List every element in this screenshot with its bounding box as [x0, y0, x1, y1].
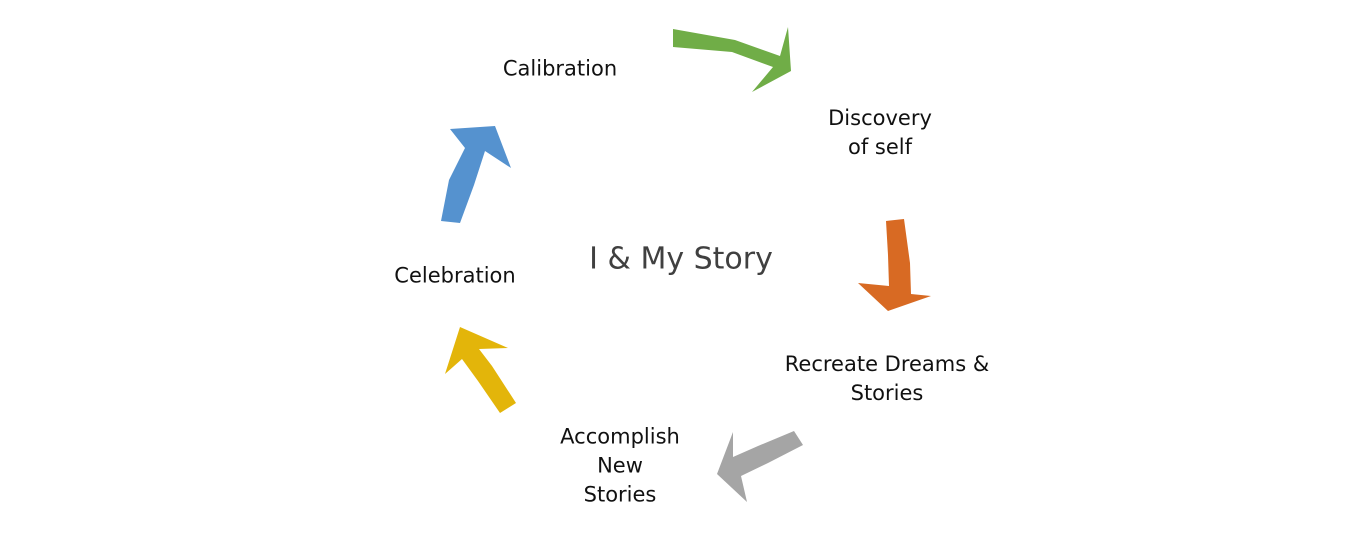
stage-label-line: Recreate Dreams & — [784, 352, 990, 376]
stage-label-line: Discovery — [828, 106, 932, 130]
stage-label-line: Accomplish — [560, 424, 680, 449]
stage-label-line: Celebration — [394, 263, 516, 288]
stage-accomplish-new-stories: Accomplish New Stories — [560, 423, 680, 510]
arrow-recreate-to-accomplish — [717, 431, 803, 502]
stage-calibration: Calibration — [503, 55, 617, 84]
arrow-discovery-to-recreate — [858, 219, 931, 311]
arrow-celebration-to-calibration — [441, 126, 511, 223]
stage-discovery-of-self: Discovery of self — [828, 104, 932, 162]
stage-label-line: Stories — [583, 482, 657, 507]
stage-label-line: Stories — [850, 381, 924, 405]
center-title: I & My Story — [589, 241, 773, 277]
stage-recreate-dreams-and-stories: Recreate Dreams & Stories — [785, 350, 989, 408]
arrow-calibration-to-discovery — [673, 27, 791, 92]
stage-label-line: New — [597, 453, 643, 478]
stage-celebration: Celebration — [394, 262, 515, 291]
stage-label-line: of self — [847, 135, 912, 159]
stage-label-line: Calibration — [502, 56, 618, 81]
arrow-accomplish-to-celebration — [445, 327, 516, 413]
